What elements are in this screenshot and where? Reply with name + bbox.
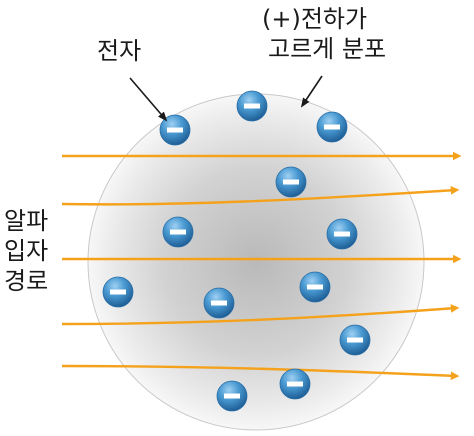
electron-9 [299,271,331,303]
minus-sign-icon [211,300,227,306]
alpha-path-label-line3: 경로 [4,267,49,295]
minus-sign-icon [167,127,183,133]
electron-10 [339,324,371,356]
minus-sign-icon [224,393,240,399]
electron-2 [236,90,268,122]
electron-7 [102,276,134,308]
electron-11 [216,380,248,412]
electron-leader-line [129,77,168,122]
minus-sign-icon [170,229,186,235]
alpha-path-label: 알파 입자 경로 [4,206,48,296]
minus-sign-icon [347,337,363,343]
minus-sign-icon [110,289,126,295]
minus-sign-icon [307,284,323,290]
minus-sign-icon [244,103,260,109]
alpha-particle-paths [61,151,462,381]
positive-charge-label-line2: 고르게 분포 [268,35,387,63]
electron-12 [279,368,311,400]
alpha-path-2 [61,186,460,206]
positive-charge-label-line1: (+)전하가 [262,5,368,33]
electron-5 [162,216,194,248]
minus-sign-icon [334,231,350,237]
charge-leader-line [300,75,323,108]
electron-group [102,90,371,412]
minus-sign-icon [283,179,299,185]
minus-sign-icon [287,381,303,387]
electron-8 [203,287,235,319]
alpha-path-5 [61,364,460,381]
electron-4 [275,166,307,198]
electron-1 [159,114,191,146]
alpha-path-label-line2: 입자 [4,237,49,265]
positive-charge-sphere [87,93,425,431]
alpha-path-4 [61,304,460,326]
minus-sign-icon [324,124,340,130]
electron-3 [316,111,348,143]
alpha-path-label-line1: 알파 [4,207,49,235]
electron-label: 전자 [97,37,142,65]
electron-6 [326,218,358,250]
